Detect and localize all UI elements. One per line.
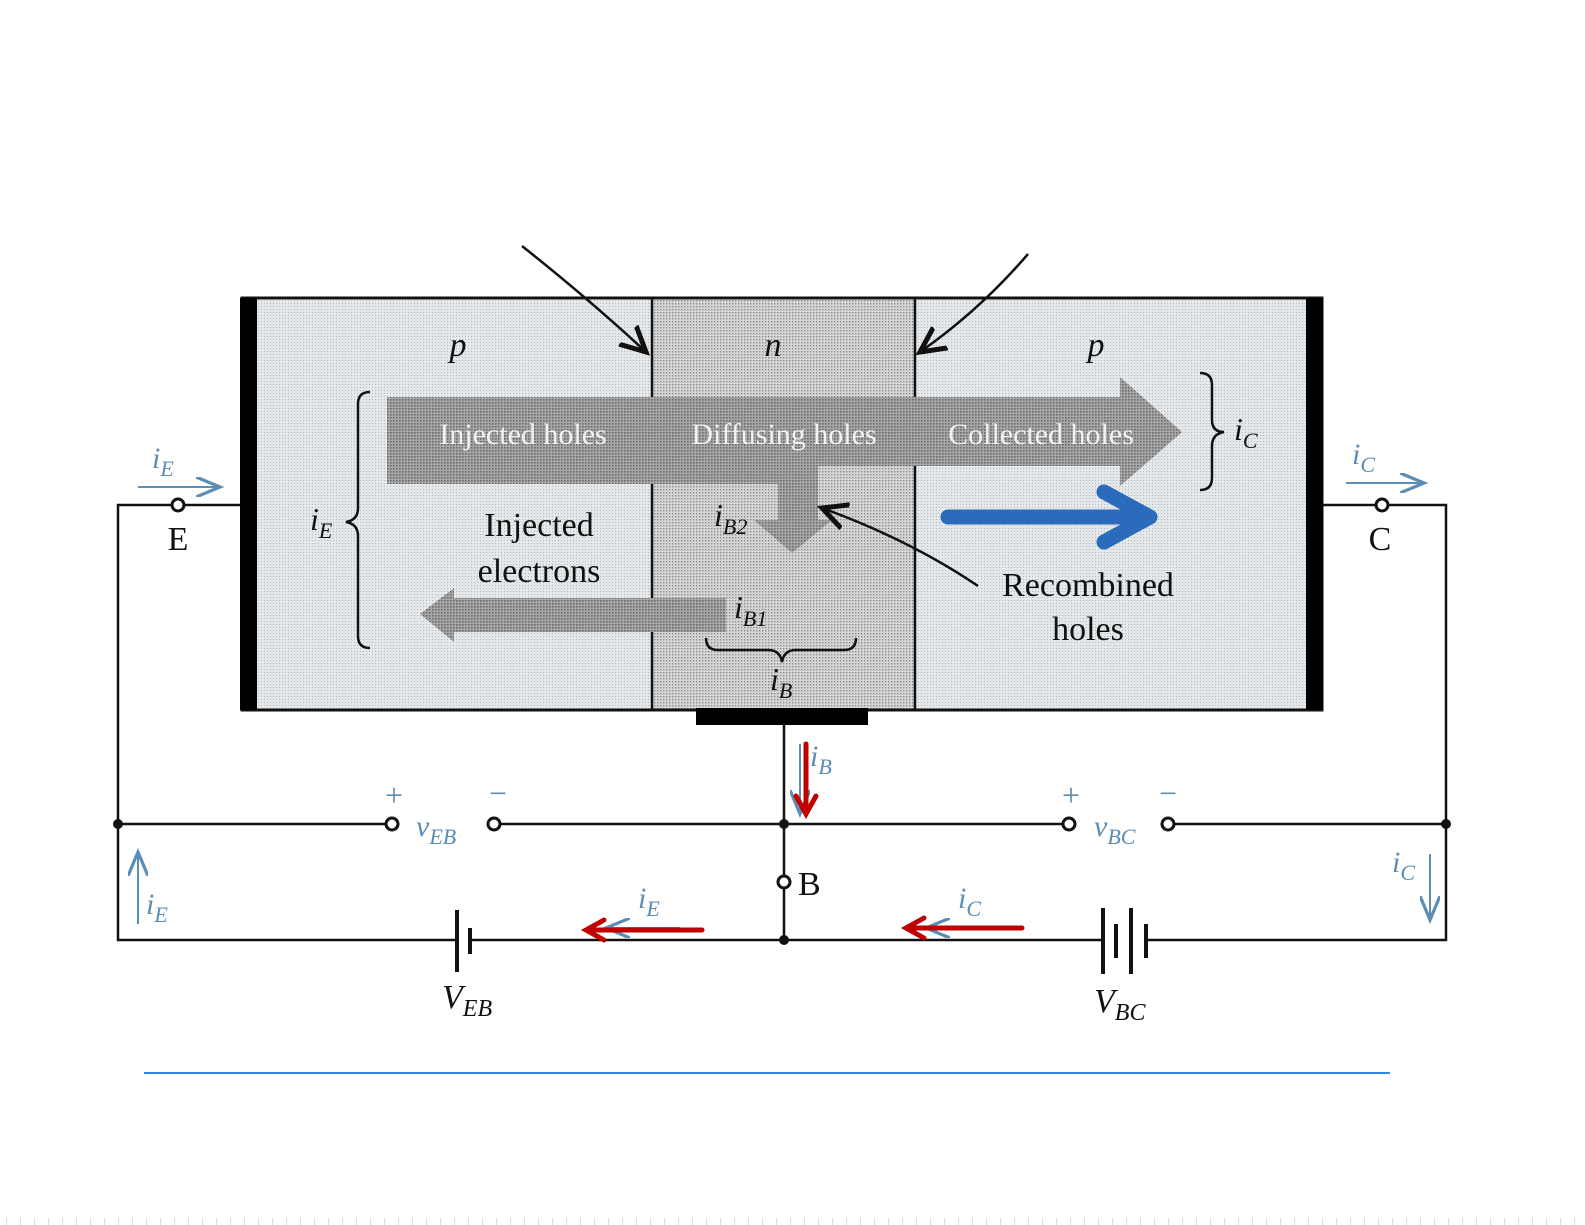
recombined-label-1: Recombined bbox=[1002, 567, 1174, 604]
terminal-c-label: C bbox=[1369, 521, 1392, 558]
node-dot bbox=[1441, 819, 1451, 829]
veb-plus-sign: + bbox=[385, 777, 403, 813]
diffusing-holes-label: Diffusing holes bbox=[691, 418, 876, 451]
node-dot bbox=[779, 819, 789, 829]
ie-terminal-label: iE bbox=[152, 442, 174, 481]
ib-base-label: iB bbox=[810, 740, 832, 779]
bottom-artifact-strip bbox=[0, 1218, 1585, 1225]
node-dot bbox=[779, 935, 789, 945]
veb-minus-sign: − bbox=[489, 775, 507, 811]
injected-electrons-label-2: electrons bbox=[478, 553, 601, 590]
base-region-label: n bbox=[765, 327, 782, 364]
terminal-e bbox=[172, 499, 184, 511]
terminal-b bbox=[778, 876, 790, 888]
emitter-contact bbox=[240, 298, 257, 710]
veb-minus-terminal bbox=[488, 818, 500, 830]
battery-veb bbox=[457, 910, 470, 972]
collector-region bbox=[915, 300, 1308, 710]
terminal-c bbox=[1376, 499, 1388, 511]
recombined-label-2: holes bbox=[1052, 611, 1124, 648]
injected-electrons-label-1: Injected bbox=[484, 507, 594, 544]
terminal-e-label: E bbox=[168, 521, 189, 558]
collected-holes-label: Collected holes bbox=[948, 418, 1134, 451]
ie-bottom-label: iE bbox=[638, 882, 660, 921]
vbc-plus-terminal bbox=[1063, 818, 1075, 830]
battery-vbc bbox=[1102, 908, 1148, 974]
vbc-minus-terminal bbox=[1162, 818, 1174, 830]
base-contact bbox=[696, 708, 868, 725]
vbc-source-label: VBC bbox=[1094, 983, 1146, 1026]
terminal-b-label: B bbox=[798, 866, 821, 903]
vbc-minus-sign: − bbox=[1159, 775, 1177, 811]
ic-loop-label: iC bbox=[1392, 846, 1415, 885]
ic-bottom-label: iC bbox=[958, 882, 981, 921]
injected-holes-label: Injected holes bbox=[439, 418, 606, 451]
red-ie-arrow bbox=[586, 920, 702, 940]
veb-source-label: VEB bbox=[442, 979, 492, 1022]
collector-region-label: p bbox=[1086, 327, 1105, 364]
red-ic-arrow bbox=[906, 918, 1022, 938]
collector-contact bbox=[1306, 298, 1323, 710]
emitter-region-label: p bbox=[448, 327, 467, 364]
vbc-measure-label: vBC bbox=[1094, 810, 1136, 849]
ic-terminal-label: iC bbox=[1352, 438, 1375, 477]
vbc-plus-sign: + bbox=[1062, 777, 1080, 813]
veb-measure-label: vEB bbox=[416, 810, 456, 849]
veb-plus-terminal bbox=[386, 818, 398, 830]
node-dot bbox=[113, 819, 123, 829]
ie-loop-label: iE bbox=[146, 888, 168, 927]
